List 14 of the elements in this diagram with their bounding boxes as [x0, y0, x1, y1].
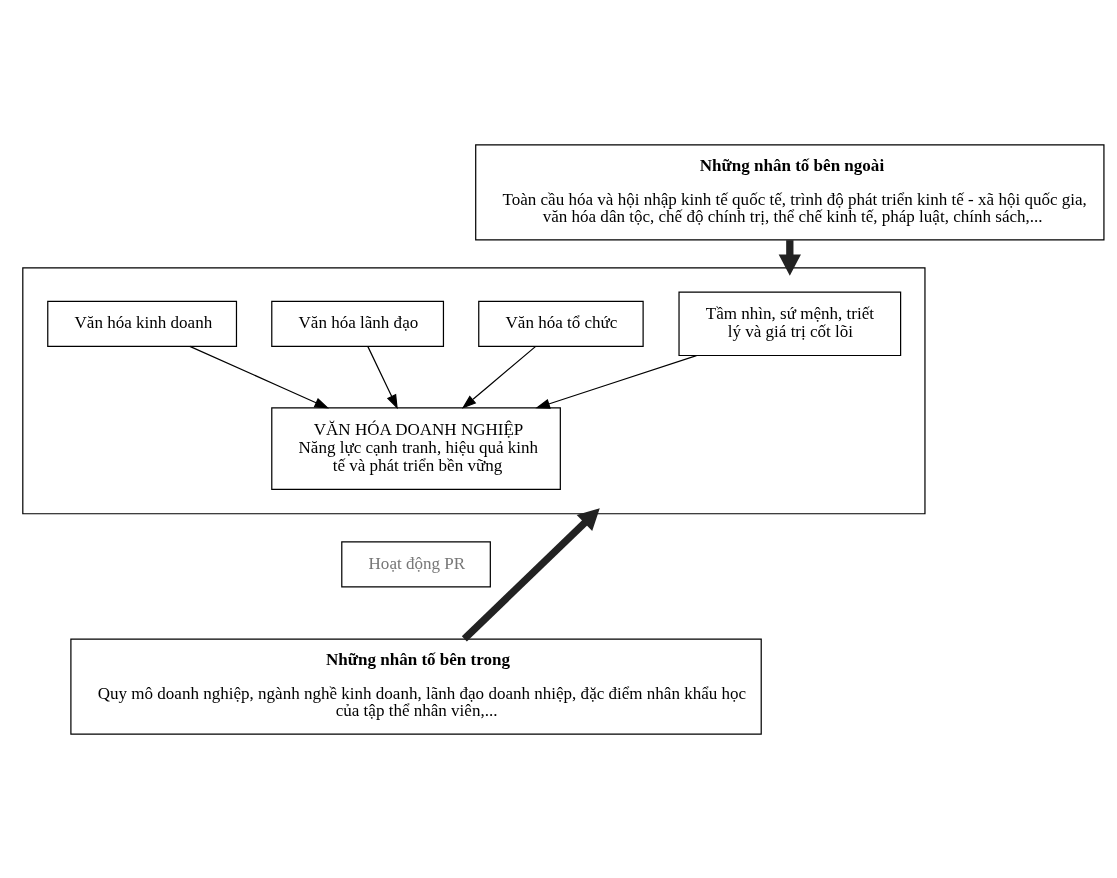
arrow — [535, 354, 698, 409]
arrow — [189, 345, 330, 409]
node-box: Tầm nhìn, sứ mệnh, triết lý và giá trị cốt lõi — [678, 291, 902, 356]
node-box: Văn hóa kinh doanh — [47, 300, 238, 347]
node-box: Văn hóa tổ chức — [478, 300, 644, 347]
node-box: Những nhân tố bên trong Quy mô doanh nghiệp, ngành nghề kinh doanh, lãnh đạo doanh nhiệp, đặc điểm nhân khẩu học của tập thể nhân viên,... — [70, 638, 762, 735]
arrow — [367, 345, 398, 409]
node-box: Văn hóa lãnh đạo — [271, 300, 445, 347]
node-box: Hoạt động PR — [341, 540, 491, 587]
cluster — [22, 266, 926, 514]
arrow — [461, 345, 537, 409]
arrow — [461, 507, 600, 641]
node-box: VĂN HÓA DOANH NGHIỆP Năng lực cạnh tranh, hiệu quả kinh tế và phát triển bền vững — [271, 406, 561, 490]
node-box: Những nhân tố bên ngoài Toàn cầu hóa và hội nhập kinh tế quốc tế, trình độ phát triển kinh tế - xã hội quốc gia, văn hóa dân tộc, chế độ chính trị, thể chế kinh tế, pháp luật, chính sách,... — [475, 143, 1105, 240]
